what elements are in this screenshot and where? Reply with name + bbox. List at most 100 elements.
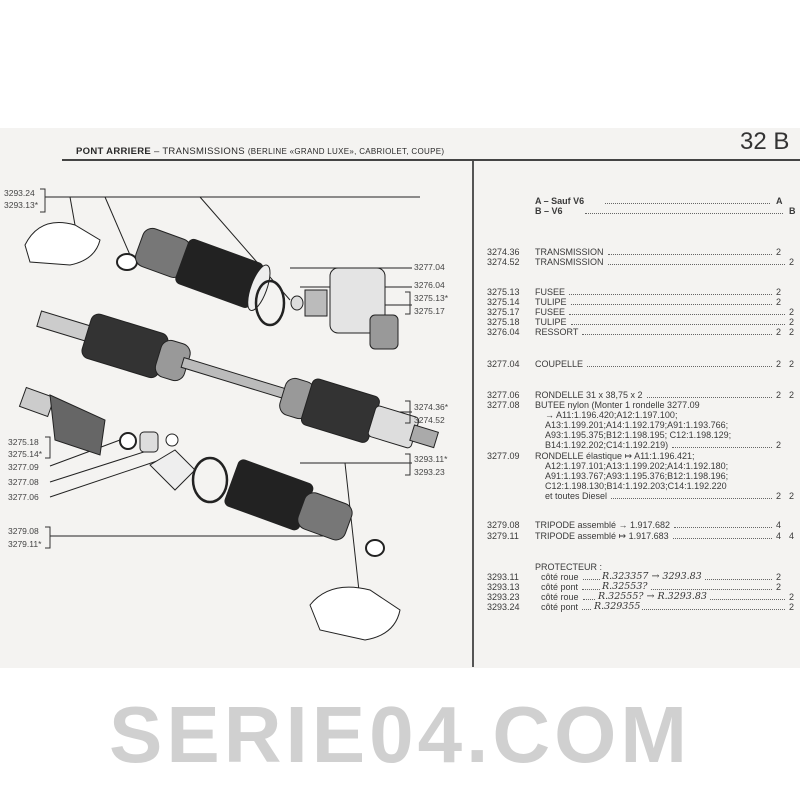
part-ref: 3275.13 <box>487 287 520 297</box>
qty-a: 2 <box>776 390 782 400</box>
part-desc-line: → A11:1.196.420;A12:1.197.100; <box>545 410 678 420</box>
part-desc-line: et toutes Diesel <box>545 491 608 501</box>
handwritten-note: R.32553? <box>600 581 650 592</box>
part-ref: 3293.11 <box>487 572 519 582</box>
diagram-label: 3275.14* <box>8 449 43 459</box>
page-title: PONT ARRIERE – TRANSMISSIONS (BERLINE «G… <box>76 146 444 157</box>
diagram-label: 3276.04 <box>414 280 445 290</box>
part-desc-line: B14:1.192.202;C14:1.192.219) <box>545 440 669 450</box>
leader-dots <box>674 520 772 528</box>
leader-dots <box>582 327 772 335</box>
part-desc: TRANSMISSION <box>535 247 604 257</box>
title-main: PONT ARRIERE <box>76 146 152 157</box>
part-ref: 3277.08 <box>487 400 520 410</box>
diagram-label: 3275.17 <box>414 306 445 316</box>
qty-b: 2 <box>789 257 795 267</box>
leader-dots <box>585 206 783 214</box>
handwritten-note: R.329355 <box>592 601 643 612</box>
leader-dots <box>587 359 772 367</box>
protecteur-heading: PROTECTEUR : <box>535 562 603 572</box>
leader-dots <box>569 287 772 295</box>
leader-dots <box>569 307 785 315</box>
qty-a: 2 <box>776 327 782 337</box>
qty-a: 2 <box>776 247 782 257</box>
leader-dots <box>571 317 785 325</box>
part-ref: 3274.36 <box>487 247 520 257</box>
qty-a: 4 <box>776 520 782 530</box>
part-desc: RESSORT <box>535 327 579 337</box>
leader-dots <box>582 582 772 590</box>
leader-dots <box>672 440 772 448</box>
page-code: 32 B <box>740 128 790 155</box>
part-desc: TRIPODE assemblé → 1.917.682 <box>535 520 671 530</box>
part-desc: COUPELLE <box>535 359 584 369</box>
qty-a: 2 <box>776 359 782 369</box>
title-section: – TRANSMISSIONS <box>151 146 248 157</box>
leader-dots <box>611 491 772 499</box>
qty-b: 2 <box>789 317 795 327</box>
qty-b: 2 <box>789 602 795 612</box>
part-desc: côté roue <box>541 592 579 602</box>
header-rule <box>62 159 800 161</box>
diagram-label: 3293.24 <box>4 188 35 198</box>
part-ref: 3274.52 <box>487 257 520 267</box>
exploded-diagram <box>18 188 440 641</box>
title-models: (BERLINE «GRAND LUXE», CABRIOLET, COUPE) <box>247 147 445 156</box>
diagram-label: 3293.23 <box>414 467 445 477</box>
part-ref: 3277.09 <box>487 451 520 461</box>
part-ref: 3279.11 <box>487 531 519 541</box>
part-desc-line: A12:1.197.101;A13:1.199.202;A14:1.192.18… <box>545 461 729 471</box>
diagram-label: 3275.18 <box>8 437 39 447</box>
part-ref: 3275.18 <box>487 317 520 327</box>
leader-dots <box>673 531 772 539</box>
qty-a: 2 <box>776 582 782 592</box>
part-ref: 3275.17 <box>487 307 520 317</box>
part-ref: 3275.14 <box>487 297 520 307</box>
diagram-label: 3293.13* <box>4 200 39 210</box>
qty-a: 2 <box>776 440 782 450</box>
part-ref: 3277.06 <box>487 390 520 400</box>
leader-dots <box>582 602 785 610</box>
part-ref: 3293.24 <box>487 602 520 612</box>
part-desc-line: RONDELLE élastique ↦ A11:1.196.421; <box>535 451 695 461</box>
handwritten-note: R.323357 → 3293.83 <box>600 571 704 582</box>
diagram-label: 3277.04 <box>414 262 445 272</box>
part-desc: TRIPODE assemblé ↦ 1.917.683 <box>535 531 669 541</box>
part-desc: côté roue <box>541 572 579 582</box>
part-desc: TULIPE <box>535 317 567 327</box>
diagram-label: 3277.06 <box>8 492 39 502</box>
part-desc: FUSEE <box>535 307 566 317</box>
legend-b: B – V6 <box>535 206 563 216</box>
qty-a: 2 <box>776 287 782 297</box>
leader-dots <box>571 297 772 305</box>
diagram-label: 3275.13* <box>414 293 449 303</box>
diagram-label: 3277.09 <box>8 462 39 472</box>
leader-dots <box>608 247 772 255</box>
part-desc-line: BUTEE nylon (Monter 1 rondelle 3277.09 <box>535 400 700 410</box>
diagram-label: 3277.08 <box>8 477 39 487</box>
diagram-label: 3274.36* <box>414 402 449 412</box>
diagram-label: 3279.08 <box>8 526 39 536</box>
diagram-label: 3274.52 <box>414 415 445 425</box>
part-desc: TRANSMISSION <box>535 257 604 267</box>
diagram-label: 3293.11* <box>414 454 448 464</box>
qty-a: 4 <box>776 531 782 541</box>
qty-b: 4 <box>789 531 795 541</box>
part-desc-line: C12:1.198.130;B14:1.192.203;C14:1.192.22… <box>545 481 727 491</box>
qty-a: 2 <box>776 297 782 307</box>
part-ref: 3293.13 <box>487 582 520 592</box>
legend-b-code: B <box>789 206 796 216</box>
part-desc: côté pont <box>541 602 579 612</box>
legend-a-code: A <box>776 196 783 206</box>
diagram-label: 3279.11* <box>8 539 42 549</box>
qty-b: 2 <box>789 307 795 317</box>
qty-a: 2 <box>776 572 782 582</box>
part-desc: FUSEE <box>535 287 566 297</box>
qty-b: 2 <box>789 327 795 337</box>
part-ref: 3277.04 <box>487 359 520 369</box>
part-desc-line: A91:1.193.767;A93:1.195.376;B12:1.198.19… <box>545 471 729 481</box>
qty-b: 2 <box>789 491 795 501</box>
column-divider <box>472 161 474 667</box>
part-desc: côté pont <box>541 582 579 592</box>
watermark: SERIE04.COM <box>109 690 691 779</box>
